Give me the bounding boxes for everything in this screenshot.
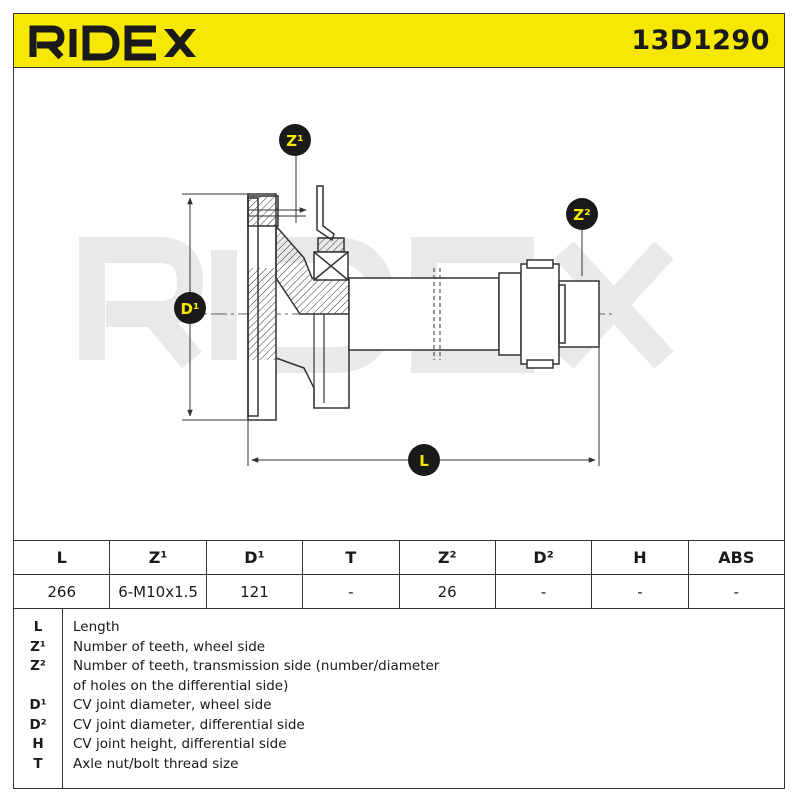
dust-shield xyxy=(316,185,335,242)
legend-symbol: Z¹ xyxy=(30,638,46,655)
bearing xyxy=(313,237,349,281)
spline-end xyxy=(498,259,600,369)
wheel-flange xyxy=(247,193,279,421)
spec-header-z2: Z² xyxy=(398,540,496,575)
legend-text: Axle nut/bolt thread size xyxy=(73,755,239,772)
marker-d1-label: D¹ xyxy=(180,300,199,318)
legend-text: CV joint height, differential side xyxy=(73,736,287,752)
spec-header-abs: ABS xyxy=(687,540,786,575)
legend-symbol: D¹ xyxy=(29,697,47,713)
spec-value-d2: - xyxy=(494,574,593,609)
legend-text: CV joint diameter, wheel side xyxy=(73,697,272,713)
z1-dimension xyxy=(248,156,307,223)
marker-l-label: L xyxy=(419,452,429,470)
spec-header-d1: D¹ xyxy=(205,540,304,575)
marker-z2: Z² xyxy=(566,198,598,230)
spec-value-z2: 26 xyxy=(398,574,496,609)
spec-value-d1: 121 xyxy=(205,574,304,609)
legend-symbol: L xyxy=(33,619,43,635)
axle-technical-drawing: Z¹ Z² D¹ L xyxy=(79,124,674,476)
spec-header-d2: D² xyxy=(494,540,593,575)
legend-text: Number of teeth, wheel side xyxy=(73,638,266,655)
marker-l: L xyxy=(408,444,440,476)
legend-symbol: H xyxy=(32,736,44,752)
marker-z2-label: Z² xyxy=(573,206,590,224)
legend-text: of holes on the differential side) xyxy=(73,677,289,694)
spec-header-z1: Z¹ xyxy=(109,540,207,575)
marker-z1-label: Z¹ xyxy=(286,132,303,150)
spec-header-h: H xyxy=(591,540,689,575)
spec-header-l: L xyxy=(12,540,111,575)
spec-table: L Z¹ D¹ T Z² D² H ABS 266 6-M10x1.5 121 … xyxy=(12,540,786,609)
spec-value-z1: 6-M10x1.5 xyxy=(109,574,207,609)
spec-value-t: - xyxy=(302,574,400,609)
spec-value-h: - xyxy=(591,574,689,609)
part-number: 13D1290 xyxy=(631,25,770,56)
legend-text: Number of teeth, transmission side (numb… xyxy=(73,658,440,674)
legend: L Length Z¹ Number of teeth, wheel side … xyxy=(13,609,785,789)
legend-text: Length xyxy=(73,619,120,635)
legend-symbol: Z² xyxy=(30,658,46,674)
ridex-logo xyxy=(29,25,196,61)
legend-text: CV joint diameter, differential side xyxy=(73,716,305,733)
axle-shaft xyxy=(348,268,500,360)
marker-d1: D¹ xyxy=(174,292,206,324)
spec-value-row: 266 6-M10x1.5 121 - 26 - - - xyxy=(12,574,786,609)
spec-header-row: L Z¹ D¹ T Z² D² H ABS xyxy=(12,540,786,575)
header-bar: 13D1290 xyxy=(13,13,785,68)
legend-symbol: T xyxy=(33,755,43,772)
spec-value-l: 266 xyxy=(12,574,111,609)
marker-z1: Z¹ xyxy=(279,124,311,156)
legend-divider xyxy=(62,609,63,788)
legend-symbol: D² xyxy=(29,716,47,733)
spec-value-abs: - xyxy=(687,574,786,609)
spec-header-t: T xyxy=(302,540,400,575)
